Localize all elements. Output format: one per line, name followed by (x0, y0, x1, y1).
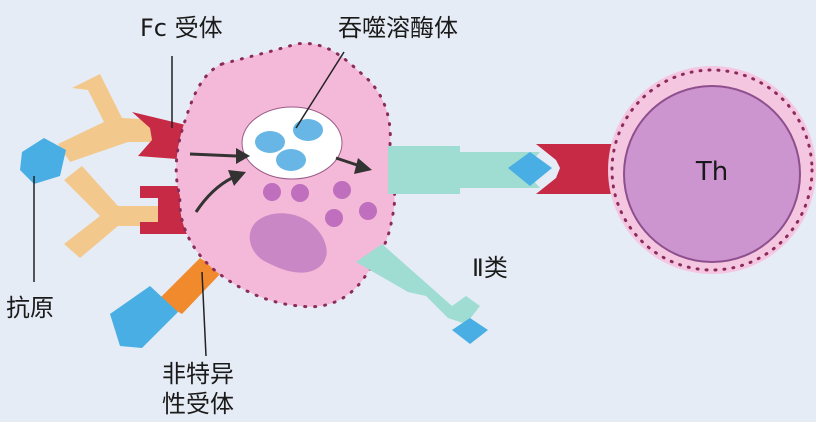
label-class-ii: Ⅱ类 (472, 254, 508, 282)
tcr-receptor (536, 144, 612, 194)
arrow-uptake (194, 176, 233, 213)
mhc-class-ii-lower (356, 244, 480, 324)
antigen-free (20, 138, 66, 184)
nonspecific-receptor (158, 258, 222, 314)
arrow-head (236, 148, 250, 164)
antibody-upper (58, 74, 158, 162)
vesicle (255, 131, 285, 153)
granule (325, 209, 343, 227)
label-nonspecific-line2: 性受体 (162, 390, 234, 418)
fc-receptor-lower (140, 186, 190, 234)
arrow-head (354, 158, 372, 174)
granule (359, 202, 377, 220)
label-nonspecific-line1: 非特异 (162, 360, 234, 388)
label-antigen: 抗原 (6, 294, 54, 322)
antigen-nonspecific-bound (110, 286, 178, 348)
granule (263, 183, 281, 201)
antibody-lower (64, 166, 158, 258)
th-cell-membrane (610, 68, 814, 272)
arrow-processing (335, 156, 361, 168)
leader-nonspecific (201, 271, 207, 357)
label-phagolysosome: 吞噬溶酶体 (338, 14, 458, 42)
arrow-uptake (189, 152, 237, 158)
granule (291, 184, 309, 202)
granule (333, 181, 351, 199)
vesicle (276, 149, 306, 171)
antigen-peptide-lower (452, 318, 488, 344)
label-th-cell: Th (695, 157, 728, 187)
vesicle (293, 119, 323, 141)
arrow-head (228, 170, 246, 186)
label-fc-receptor: Fc 受体 (140, 14, 223, 42)
fc-receptor-upper (132, 112, 190, 160)
leader-phagolysosome (295, 51, 345, 129)
th-cell-nucleus (623, 85, 801, 263)
mhc-class-ii-right (388, 146, 540, 194)
nucleus (249, 213, 327, 273)
macrophage-membrane (174, 41, 397, 309)
antigen-peptide-presented (508, 152, 552, 186)
